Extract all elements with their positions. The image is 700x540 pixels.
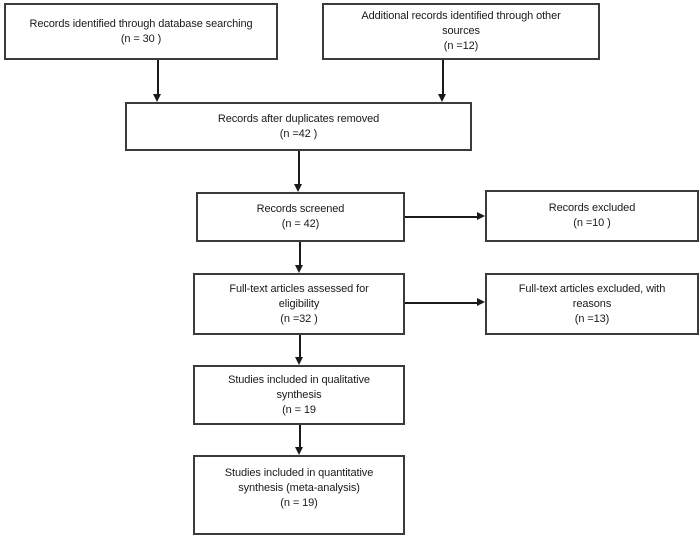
arrow-duplicates-to-screened-icon — [295, 151, 302, 192]
box-text-line: eligibility — [278, 297, 320, 310]
box-count-line: (n =32 ) — [280, 312, 318, 325]
box-text-line: Records identified through database sear… — [29, 17, 253, 30]
box-text-line: sources — [442, 25, 480, 37]
box-studies-qualitative-synthesis: Studies included in qualitative synthesi… — [193, 365, 405, 425]
arrow-screened-to-excluded-icon — [405, 213, 485, 220]
box-text-line: Records after duplicates removed — [217, 112, 380, 125]
box-records-excluded: Records excluded (n =10 ) — [485, 190, 699, 242]
box-text-line: Full-text articles assessed for — [229, 282, 369, 295]
arrow-database-to-duplicates-icon — [154, 60, 161, 102]
box-text-line: Records excluded — [548, 202, 636, 214]
box-fulltext-articles-excluded: Full-text articles excluded, with reason… — [485, 273, 699, 335]
box-text-line: Records screened — [256, 203, 345, 215]
box-records-identified-database: Records identified through database sear… — [4, 3, 278, 60]
box-fulltext-articles-assessed: Full-text articles assessed for eligibil… — [193, 273, 405, 335]
box-text-line: Full-text articles excluded, with — [518, 282, 666, 295]
box-count-line: (n =12) — [443, 40, 479, 52]
box-text-line: Studies included in qualitative — [228, 373, 370, 386]
box-studies-quantitative-synthesis: Studies included in quantitative synthes… — [193, 455, 405, 535]
box-records-screened: Records screened (n = 42) — [196, 192, 405, 242]
box-text-line: synthesis (meta-analysis) — [238, 482, 360, 494]
box-count-line: (n =10 ) — [573, 217, 611, 229]
arrow-fulltext-to-qualitative-icon — [296, 335, 303, 365]
box-text-line: Additional records identified through ot… — [361, 10, 561, 22]
box-count-line: (n = 42) — [281, 218, 320, 230]
arrow-qualitative-to-quantitative-icon — [296, 425, 303, 455]
box-count-line: (n =13) — [574, 312, 610, 325]
box-count-line: (n =42 ) — [279, 127, 318, 140]
arrow-fulltext-to-excluded-icon — [405, 299, 485, 306]
arrow-screened-to-fulltext-icon — [296, 242, 303, 273]
box-additional-records-other-sources: Additional records identified through ot… — [322, 3, 600, 60]
box-count-line: (n = 30 ) — [120, 32, 162, 45]
box-count-line: (n = 19 — [282, 403, 316, 416]
arrow-other-sources-to-duplicates-icon — [439, 60, 446, 102]
box-count-line: (n = 19) — [280, 497, 318, 509]
box-text-line: synthesis — [276, 388, 322, 401]
box-text-line: reasons — [572, 297, 612, 310]
box-records-after-duplicates-removed: Records after duplicates removed (n =42 … — [125, 102, 472, 151]
box-text-line: Studies included in quantitative — [224, 467, 374, 479]
